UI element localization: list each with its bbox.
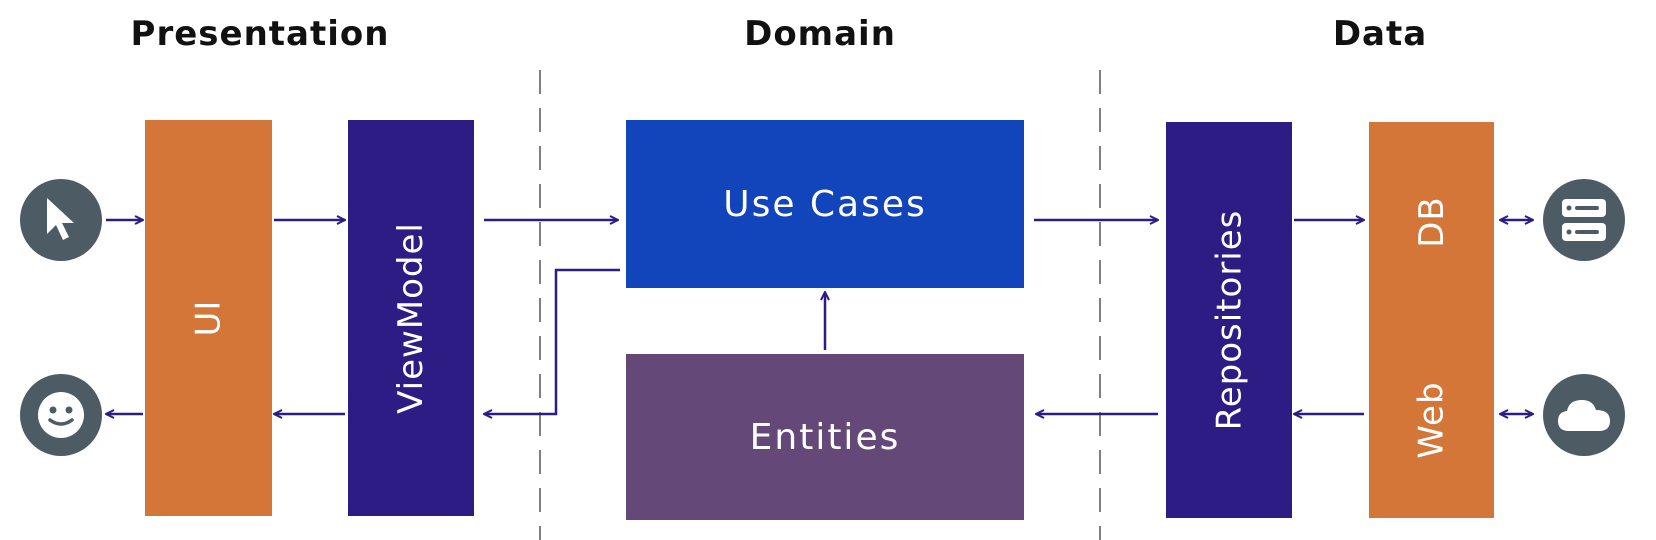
cloud-icon (1543, 374, 1625, 456)
section-title-data: Data (1332, 14, 1428, 54)
entities-label: Entities (749, 416, 901, 458)
arrow-usecases-to-viewmodel (484, 268, 620, 414)
smiley-icon (20, 374, 102, 456)
db-section: DB (1369, 122, 1494, 322)
use-cases-block: Use Cases (626, 120, 1024, 288)
entities-block: Entities (626, 354, 1024, 520)
ui-label: UI (188, 299, 229, 337)
db-web-block: DB Web (1369, 122, 1494, 518)
viewmodel-block: ViewModel (348, 120, 474, 516)
cursor-icon (20, 179, 102, 261)
server-icon (1543, 179, 1625, 261)
section-title-presentation: Presentation (130, 14, 390, 54)
db-label: DB (1411, 196, 1452, 248)
ui-block: UI (145, 120, 272, 516)
viewmodel-label: ViewModel (391, 222, 431, 414)
web-label: Web (1411, 381, 1452, 459)
repositories-label: Repositories (1209, 209, 1249, 431)
use-cases-label: Use Cases (723, 183, 927, 225)
web-section: Web (1369, 322, 1494, 518)
section-title-domain: Domain (744, 14, 896, 54)
repositories-block: Repositories (1166, 122, 1292, 518)
